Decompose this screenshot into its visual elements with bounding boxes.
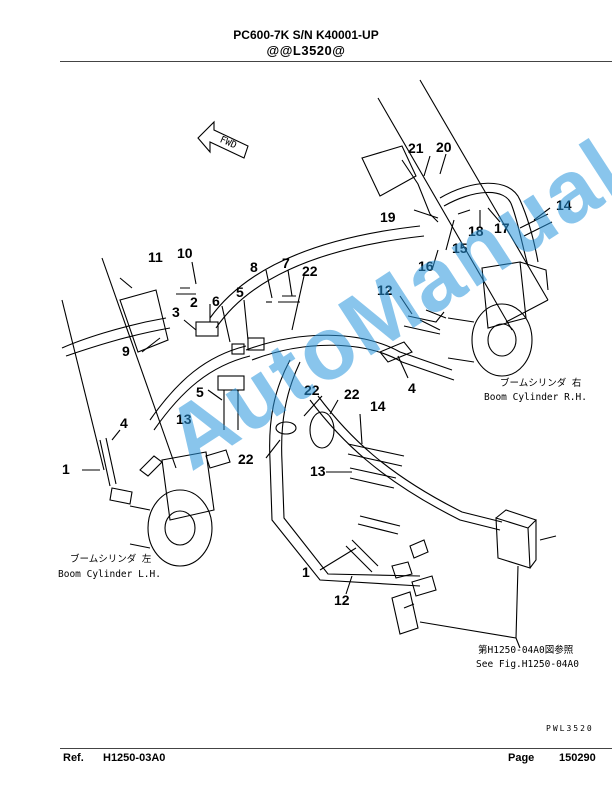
callout-17: 17 [494, 220, 510, 236]
callout-1: 1 [302, 564, 310, 580]
callout-8: 8 [250, 259, 258, 275]
callout-3: 3 [172, 304, 180, 320]
fwd-arrow [197, 120, 249, 159]
footer-rule [60, 748, 612, 749]
boom-cylinder-lh-en: Boom Cylinder L.H. [58, 569, 161, 580]
callout-1: 1 [62, 461, 70, 477]
callout-18: 18 [468, 223, 484, 239]
callout-11: 11 [148, 249, 163, 265]
callout-21: 21 [408, 140, 424, 156]
callout-22: 22 [344, 386, 360, 402]
drawing-number: PWL3520 [546, 724, 594, 733]
callout-4: 4 [120, 415, 128, 431]
callout-5: 5 [236, 284, 244, 300]
callout-12: 12 [377, 282, 393, 298]
callout-22: 22 [302, 263, 318, 279]
page-header-model: PC600-7K S/N K40001-UP [233, 28, 379, 42]
callout-15: 15 [452, 240, 468, 256]
footer-ref-value: H1250-03A0 [103, 752, 166, 764]
callout-14: 14 [556, 197, 572, 213]
callout-5: 5 [196, 384, 204, 400]
callout-16: 16 [418, 258, 434, 274]
callout-4: 4 [408, 380, 416, 396]
footer-page-value: 150290 [559, 752, 596, 764]
callout-22: 22 [238, 451, 254, 467]
callout-9: 9 [122, 343, 130, 359]
header-rule [60, 61, 612, 62]
see-fig-note-jp: 第H1250-04A0図参照 [478, 644, 574, 656]
boom-cylinder-lh-jp: ブームシリンダ 左 [70, 553, 152, 565]
callout-13: 13 [310, 463, 326, 479]
callout-7: 7 [282, 255, 290, 271]
boom-cylinder-rh-jp: ブームシリンダ 右 [500, 377, 581, 389]
footer-page-label: Page [508, 752, 535, 764]
callout-2: 2 [190, 294, 198, 310]
boom-cylinder-rh-en: Boom Cylinder R.H. [484, 392, 587, 403]
callout-22: 22 [304, 382, 320, 398]
callout-13: 13 [176, 411, 192, 427]
see-fig-note-en: See Fig.H1250-04A0 [476, 659, 579, 670]
callout-14: 14 [370, 398, 386, 414]
callout-10: 10 [177, 245, 193, 261]
callout-19: 19 [380, 209, 396, 225]
callout-20: 20 [436, 139, 452, 155]
callout-6: 6 [212, 293, 220, 309]
page-header-code: @@L3520@ [266, 43, 346, 58]
callout-12: 12 [334, 592, 350, 608]
footer-ref-label: Ref. [63, 752, 84, 764]
